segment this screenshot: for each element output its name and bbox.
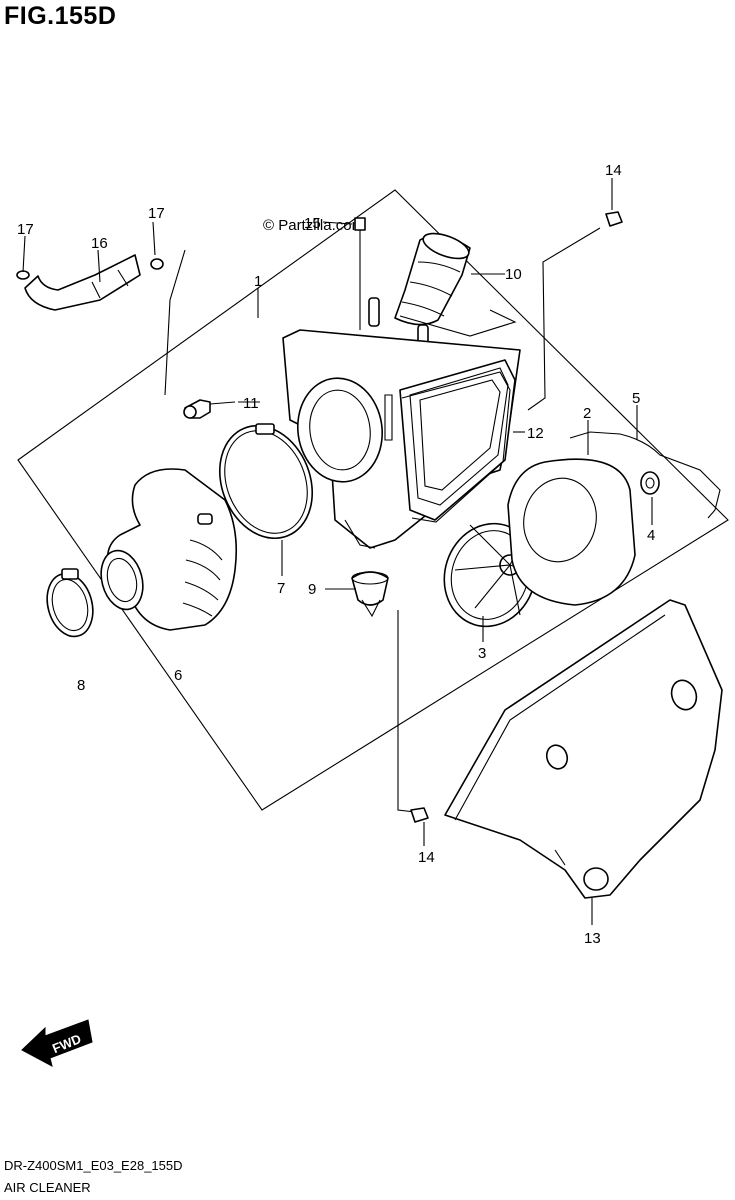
- seal-part-12: [401, 371, 511, 523]
- callout-14-top: 14: [605, 162, 622, 179]
- callout-15: 15: [304, 215, 321, 232]
- callout-17-right: 17: [148, 205, 165, 222]
- reference-line-16: [164, 249, 186, 396]
- callouts: 17 17 16 15 14 1 10 11 12 2 5 4 7 9 3 8 …: [17, 162, 655, 947]
- watermark: © Partzilla.com: [263, 217, 364, 234]
- breather-fitting-part-11: [183, 399, 236, 419]
- diagram-caption: AIR CLEANER: [4, 1180, 91, 1195]
- callout-8: 8: [77, 677, 85, 694]
- filter-element-part-2: [507, 458, 636, 606]
- drain-cap-part-9: [351, 571, 389, 618]
- callout-14-bottom: 14: [418, 849, 435, 866]
- intake-boot-part-10: [394, 232, 517, 337]
- bolt-part-14-top: [605, 211, 623, 227]
- diagram-code: DR-Z400SM1_E03_E28_155D: [4, 1158, 183, 1173]
- inlet-duct-part-6: [100, 468, 238, 631]
- callout-7: 7: [277, 580, 285, 597]
- callout-11: 11: [243, 395, 259, 412]
- washer-part-4: [640, 471, 660, 495]
- reference-line-14-lower: [397, 610, 416, 813]
- air-cleaner-case-part-1: [282, 329, 521, 549]
- fwd-arrow-icon: FWD: [21, 1019, 93, 1067]
- callout-9: 9: [308, 581, 316, 598]
- callout-3: 3: [478, 645, 486, 662]
- leader-lines: [22, 178, 653, 925]
- callout-5: 5: [632, 390, 640, 407]
- callout-2: 2: [583, 405, 591, 422]
- breather-hose-part-16: [16, 254, 164, 311]
- callout-10: 10: [505, 266, 522, 283]
- screw-part-15: [354, 217, 366, 330]
- callout-1: 1: [254, 273, 262, 290]
- callout-12: 12: [527, 425, 544, 442]
- callout-16: 16: [91, 235, 108, 252]
- bolt-part-14-bottom: [410, 807, 429, 823]
- side-cover-part-13: [444, 599, 723, 899]
- figure-title: FIG.155D: [4, 2, 117, 30]
- callout-17-left: 17: [17, 221, 34, 238]
- wire-part-5: [569, 431, 721, 519]
- clamp-ring-part-7: [218, 423, 314, 540]
- callout-4: 4: [647, 527, 655, 544]
- callout-13: 13: [584, 930, 601, 947]
- reference-line-14: [527, 227, 601, 411]
- callout-6: 6: [174, 667, 182, 684]
- clamp-part-8: [46, 568, 94, 638]
- assembly-outline: [17, 189, 729, 811]
